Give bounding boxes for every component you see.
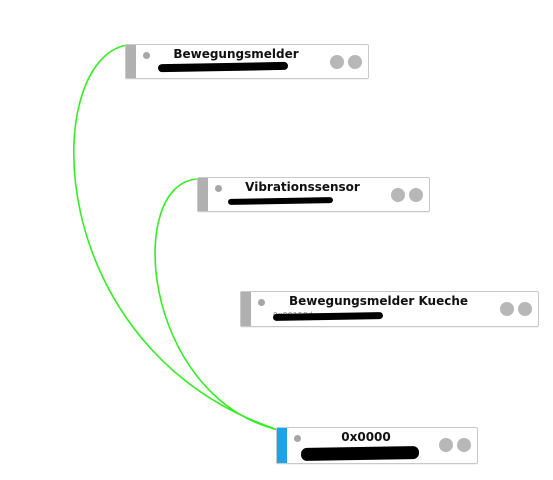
node-port-icon[interactable] (457, 438, 471, 452)
node-port-icon[interactable] (439, 438, 453, 452)
node-coordinator[interactable]: 0x0000 (276, 427, 478, 464)
node-port-icon[interactable] (330, 55, 344, 69)
node-port-icon[interactable] (518, 302, 532, 316)
node-port-icon[interactable] (409, 188, 423, 202)
node-bewegungsmelder-kueche[interactable]: Bewegungsmelder Kueche 0x00158d (240, 291, 539, 327)
node-status-bar (277, 428, 287, 463)
node-bewegungsmelder[interactable]: Bewegungsmelder 00158d0004 (125, 44, 369, 79)
node-indicator-dot (258, 299, 265, 306)
node-port-icon[interactable] (391, 188, 405, 202)
node-title: Bewegungsmelder Kueche (288, 294, 469, 308)
node-title: Bewegungsmelder (173, 47, 299, 61)
redaction-mark (157, 61, 289, 73)
redaction-mark (300, 445, 420, 462)
node-title: 0x0000 (341, 430, 391, 444)
redaction-mark (272, 312, 384, 321)
node-vibrationssensor[interactable]: Vibrationssensor (197, 177, 430, 212)
redaction-mark (227, 197, 334, 205)
node-indicator-dot (143, 52, 150, 59)
node-indicator-dot (294, 435, 301, 442)
node-port-icon[interactable] (348, 55, 362, 69)
link-bewegungsmelder-coordinator (73, 44, 279, 431)
node-status-bar (126, 45, 136, 78)
node-port-icon[interactable] (500, 302, 514, 316)
node-title: Vibrationssensor (245, 180, 360, 194)
node-status-bar (198, 178, 208, 211)
node-indicator-dot (215, 185, 222, 192)
link-vibrationssensor-coordinator (154, 178, 279, 431)
node-status-bar (241, 292, 251, 326)
